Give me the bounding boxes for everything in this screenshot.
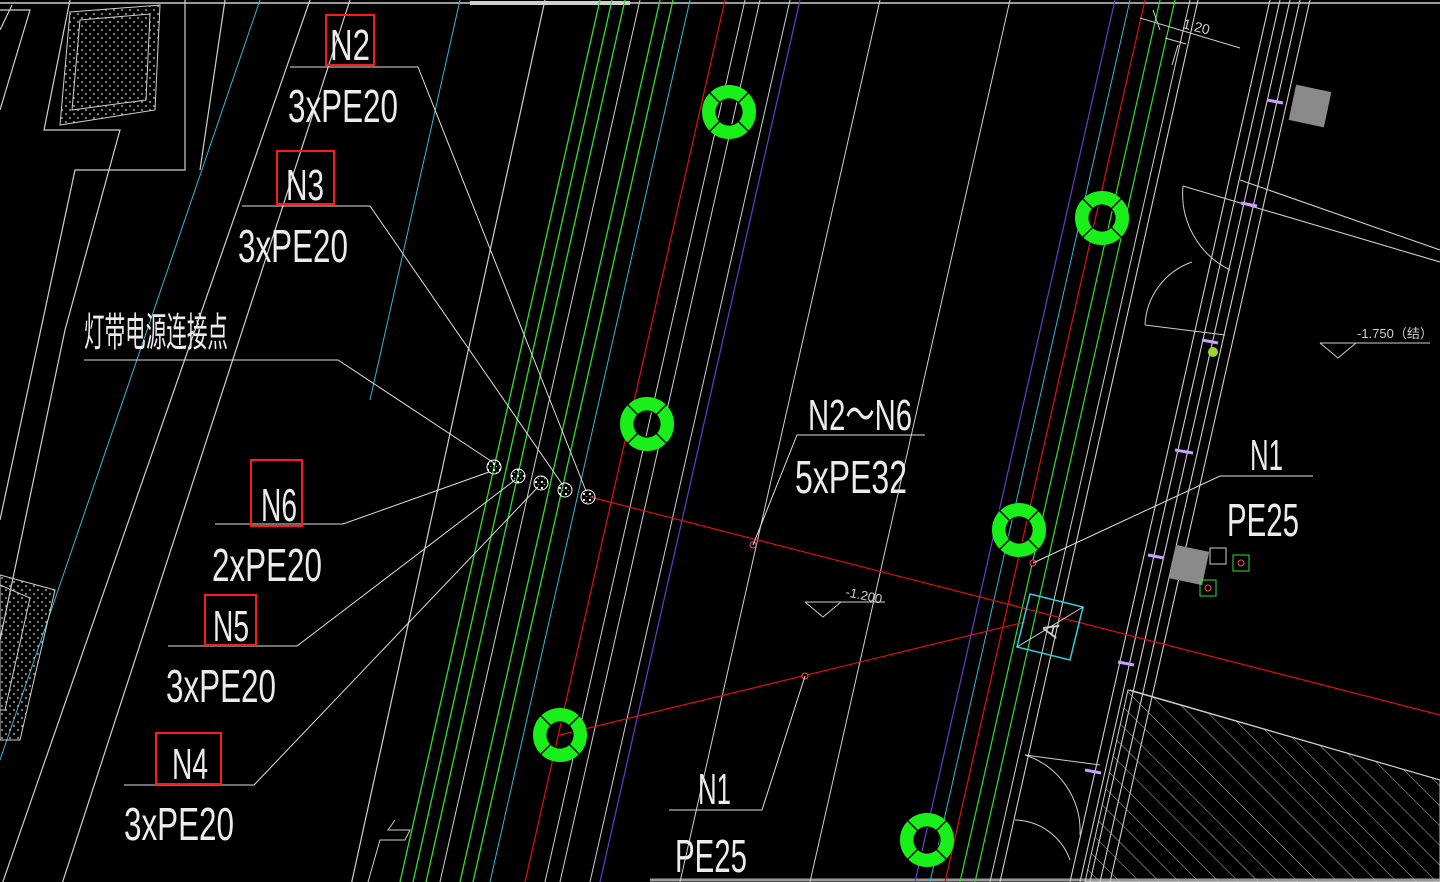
trunk-tag: N2～N6 bbox=[808, 391, 912, 440]
column-top-right bbox=[1288, 84, 1332, 128]
red-axis-lines bbox=[524, 0, 1146, 882]
elevation-middle-label: -1.200 bbox=[844, 584, 883, 606]
n1-bottom-spec: PE25 bbox=[675, 830, 747, 882]
n3-tag: N3 bbox=[286, 161, 324, 210]
n2-tag: N2 bbox=[330, 21, 370, 70]
switch-icons bbox=[1199, 547, 1250, 597]
n4-spec: 3xPE20 bbox=[124, 798, 234, 850]
n3-spec: 3xPE20 bbox=[238, 220, 348, 272]
ring-light-fixture-icon bbox=[900, 813, 954, 867]
green-pipe-bundle bbox=[399, 0, 674, 882]
distribution-box-icon bbox=[1016, 593, 1084, 661]
wall-ticks bbox=[1084, 98, 1284, 775]
ring-light-fixture-icon bbox=[620, 397, 674, 451]
distribution-box-label: A bbox=[1037, 620, 1065, 641]
n5-tag: N5 bbox=[213, 602, 249, 651]
junction-box-icon bbox=[1208, 347, 1218, 357]
green-right-lines bbox=[959, 0, 1176, 882]
wiring-red bbox=[559, 496, 1440, 736]
elevation-upper-right bbox=[1319, 342, 1430, 359]
leader-lines bbox=[84, 66, 1313, 811]
n1-right-spec: PE25 bbox=[1227, 494, 1299, 546]
n6-spec: 2xPE20 bbox=[212, 539, 322, 591]
ring-light-fixture-icon bbox=[702, 85, 756, 139]
hatched-wall-area bbox=[1084, 689, 1440, 882]
column-mid-right bbox=[1168, 544, 1210, 586]
planter-top-left bbox=[59, 4, 161, 126]
trunk-spec: 5xPE32 bbox=[795, 451, 907, 503]
n1-bottom-tag: N1 bbox=[698, 765, 731, 814]
ring-light-fixture-icon bbox=[1075, 191, 1129, 245]
power-point-label: 灯带电源连接点 bbox=[84, 311, 228, 355]
n1-right-tag: N1 bbox=[1250, 431, 1283, 480]
n6-tag: N6 bbox=[261, 479, 297, 531]
door-swings bbox=[1014, 185, 1231, 861]
n4-tag: N4 bbox=[172, 740, 208, 789]
ring-light-fixture-icon bbox=[533, 708, 587, 762]
planter-bottom-left bbox=[0, 574, 56, 741]
n2-spec: 3xPE20 bbox=[288, 80, 398, 132]
connection-point-icon bbox=[486, 459, 596, 505]
ring-light-fixture-icon bbox=[533, 85, 1129, 867]
dimension-marker bbox=[1139, 9, 1241, 66]
left-wall-outline bbox=[0, 0, 546, 882]
n5-spec: 3xPE20 bbox=[166, 660, 276, 712]
ring-light-fixture-icon bbox=[992, 503, 1046, 557]
elevation-upper-right-label: -1.750（结） bbox=[1357, 326, 1433, 341]
red-highlight-frames bbox=[155, 14, 375, 785]
cyan-pipe-bundle bbox=[489, 0, 1131, 882]
dimension-value: 1.20 bbox=[1181, 15, 1212, 37]
elevation-middle bbox=[804, 601, 885, 618]
purple-axis-lines bbox=[599, 0, 1116, 882]
